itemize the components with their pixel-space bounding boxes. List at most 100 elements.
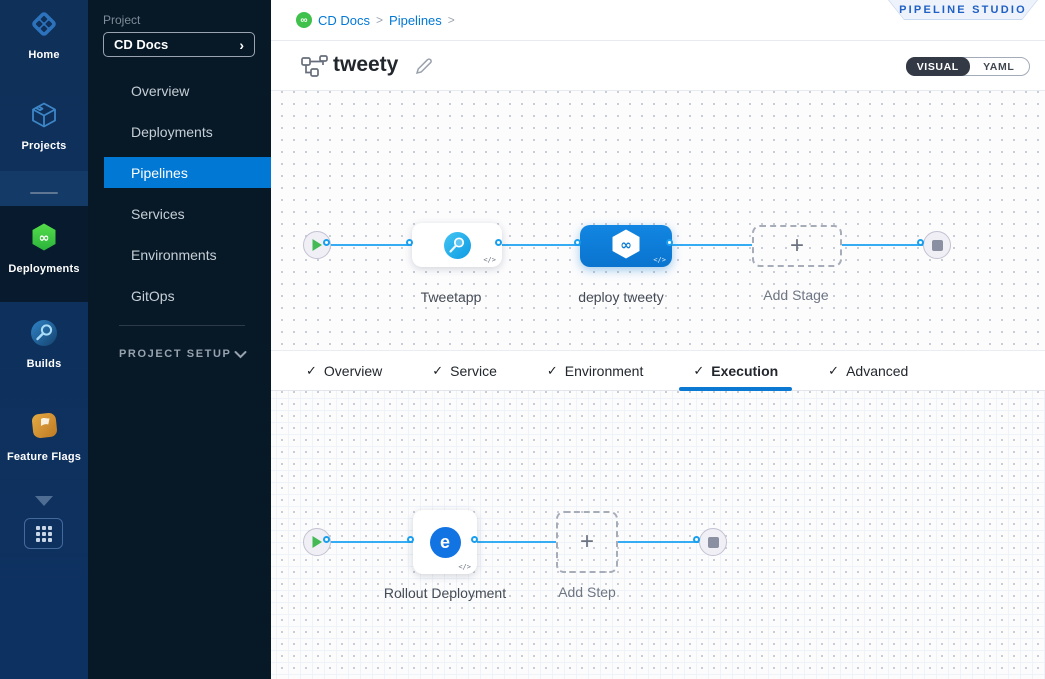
breadcrumb-pipelines-link[interactable]: Pipelines — [389, 12, 442, 28]
node-port[interactable] — [471, 536, 478, 543]
step-label: Rollout Deployment — [383, 585, 507, 601]
pipeline-studio-badge-label: PIPELINE STUDIO — [889, 0, 1037, 19]
tab-environment[interactable]: ✓Environment — [546, 362, 644, 379]
rail-item-label: Projects — [21, 140, 67, 152]
project-selector-value: CD Docs — [114, 37, 169, 52]
check-icon: ✓ — [693, 362, 705, 378]
node-port[interactable] — [406, 239, 413, 246]
tab-service[interactable]: ✓Service — [432, 362, 497, 379]
execution-end-node — [699, 528, 727, 556]
rail-item-builds[interactable]: Builds — [0, 318, 88, 370]
breadcrumb-separator: > — [447, 13, 455, 27]
rail-expand-chevron-down-icon[interactable] — [35, 496, 53, 506]
connector-line — [329, 244, 412, 246]
project-setup-toggle[interactable]: PROJECT SETUP — [119, 348, 247, 360]
stage-node-tweetapp[interactable]: </> — [412, 223, 502, 267]
connector-line — [501, 244, 580, 246]
node-port[interactable] — [574, 239, 581, 246]
breadcrumb-project-link[interactable]: CD Docs — [318, 12, 371, 28]
connector-line — [477, 541, 556, 543]
pipeline-studio-badge: PIPELINE STUDIO — [888, 0, 1038, 20]
connector-line — [329, 541, 413, 543]
stage-node-deploy-tweety[interactable]: ∞ </> — [580, 225, 672, 267]
code-glyph: </> — [653, 256, 666, 264]
svg-text:∞: ∞ — [39, 231, 50, 246]
deploy-stage-icon: ∞ — [609, 227, 643, 266]
stage-label: Tweetapp — [420, 289, 482, 305]
visual-yaml-toggle: VISUAL YAML — [906, 57, 1030, 76]
plus-icon: + — [579, 528, 594, 555]
project-section-label: Project — [103, 13, 141, 27]
feature-flags-icon — [29, 413, 60, 445]
node-port[interactable] — [666, 239, 673, 246]
breadcrumb: ∞ CD Docs > Pipelines > — [296, 0, 455, 40]
module-grid-button[interactable] — [24, 518, 63, 549]
pipeline-start-node — [303, 231, 331, 259]
grid-icon — [35, 525, 52, 542]
rail-item-label: Builds — [26, 358, 62, 370]
project-sidebar: Project CD Docs › Overview Deployments P… — [88, 0, 271, 679]
rail-item-home[interactable]: Home — [0, 9, 88, 61]
pipeline-end-node — [923, 231, 951, 259]
add-step-label: Add Step — [558, 584, 616, 600]
stage-label: deploy tweety — [578, 289, 664, 305]
toggle-yaml-button[interactable]: YAML — [983, 60, 1015, 73]
rail-item-feature-flags[interactable]: Feature Flags — [0, 410, 88, 463]
sidebar-item-pipelines[interactable]: Pipelines — [104, 157, 271, 188]
node-port[interactable] — [323, 536, 330, 543]
add-step-button[interactable]: + — [556, 511, 618, 573]
connector-line — [618, 541, 699, 543]
add-stage-button[interactable]: + — [752, 225, 842, 267]
rail-item-label: Deployments — [8, 263, 80, 275]
module-rail: Home Projects ∞ Deployments Builds Featu… — [0, 0, 88, 679]
stop-icon — [931, 239, 943, 251]
chevron-down-icon — [234, 350, 247, 358]
rail-divider-band — [0, 171, 88, 206]
node-port[interactable] — [693, 536, 700, 543]
toggle-visual-button[interactable]: VISUAL — [906, 57, 970, 76]
breadcrumb-separator: > — [376, 13, 384, 27]
projects-icon — [29, 102, 59, 134]
code-glyph: </> — [458, 563, 471, 571]
builds-icon — [29, 320, 59, 352]
edit-pencil-icon[interactable] — [414, 56, 434, 81]
node-port[interactable] — [495, 239, 502, 246]
play-icon — [312, 239, 322, 251]
node-port[interactable] — [323, 239, 330, 246]
build-stage-icon — [443, 231, 471, 259]
rail-item-label: Home — [28, 49, 60, 61]
sidebar-item-gitops[interactable]: GitOps — [131, 287, 175, 304]
sidebar-item-overview[interactable]: Overview — [131, 82, 190, 99]
chevron-right-icon: › — [239, 36, 244, 53]
stage-config-tabs: ✓Overview ✓Service ✓Environment ✓Executi… — [271, 350, 1045, 391]
project-selector[interactable]: CD Docs › — [103, 32, 255, 57]
rail-divider — [30, 192, 58, 194]
title-bar: tweety VISUAL YAML — [271, 41, 1045, 91]
code-glyph: </> — [483, 256, 496, 264]
deployments-icon: ∞ — [28, 223, 60, 257]
rail-item-deployments[interactable]: ∞ Deployments — [0, 221, 88, 275]
sidebar-item-environments[interactable]: Environments — [131, 246, 217, 263]
breadcrumb-bar: ∞ CD Docs > Pipelines > PIPELINE STUDIO — [271, 0, 1045, 41]
tab-execution[interactable]: ✓Execution — [679, 351, 792, 391]
node-port[interactable] — [917, 239, 924, 246]
project-setup-label: PROJECT SETUP — [119, 348, 232, 360]
tab-overview[interactable]: ✓Overview — [306, 362, 383, 379]
pipeline-title: tweety — [333, 53, 399, 76]
plus-icon: + — [789, 232, 804, 259]
node-port[interactable] — [407, 536, 414, 543]
step-node-rollout-deployment[interactable]: e </> — [413, 510, 477, 574]
connector-line — [842, 244, 923, 246]
tab-advanced[interactable]: ✓Advanced — [828, 362, 909, 379]
add-stage-label: Add Stage — [763, 287, 829, 303]
execution-canvas: e </> + Rollout Deployment Add Step — [271, 391, 1045, 679]
rollout-deployment-icon: e — [429, 526, 461, 558]
rail-item-projects[interactable]: Projects — [0, 100, 88, 152]
main-content: ∞ CD Docs > Pipelines > PIPELINE STUDIO … — [271, 0, 1045, 679]
sidebar-item-services[interactable]: Services — [131, 205, 185, 222]
sidebar-item-deployments[interactable]: Deployments — [131, 123, 213, 140]
pipeline-icon — [301, 55, 328, 82]
sidebar-divider — [119, 325, 245, 326]
stop-icon — [707, 536, 719, 548]
